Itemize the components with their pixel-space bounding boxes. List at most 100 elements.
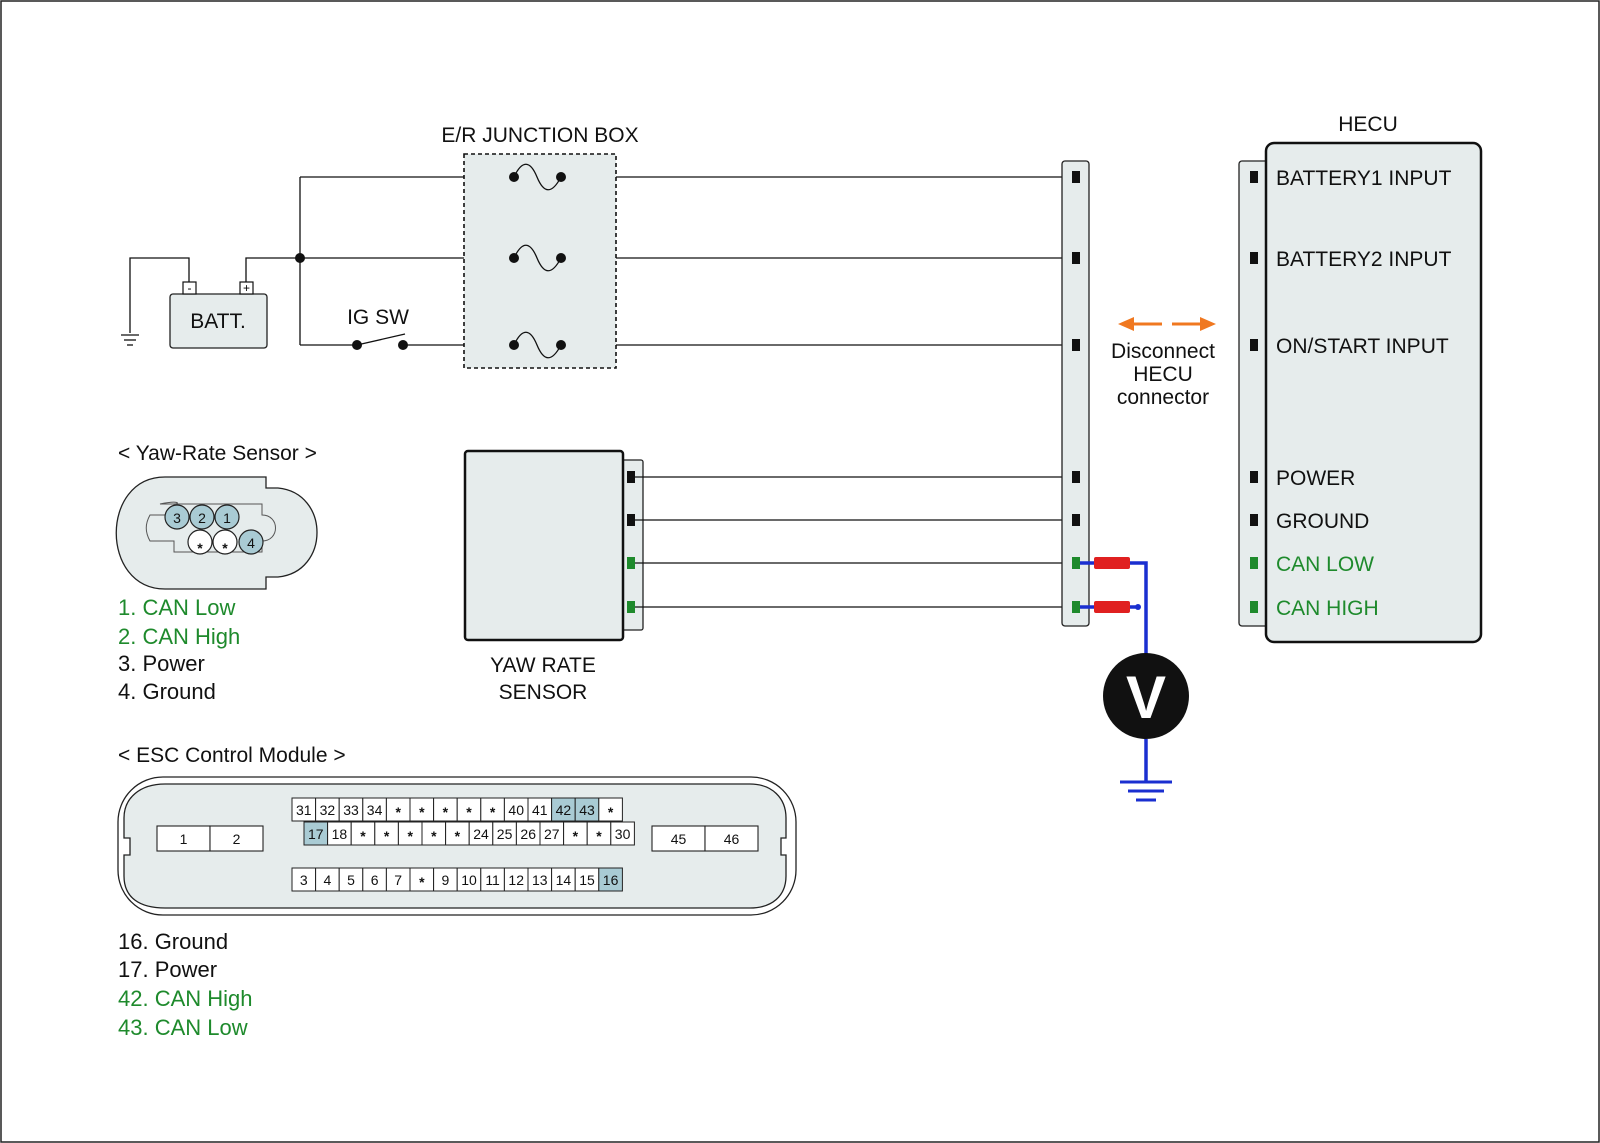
probe-tip-can-high — [1094, 601, 1130, 613]
esc-pin-label: * — [384, 828, 390, 844]
yaw-rate-sensor-unit: YAW RATE SENSOR — [463, 449, 1076, 704]
feed-wires: IG SW — [295, 176, 1076, 350]
battery-circuit: - + BATT. — [121, 257, 300, 349]
yaw-pin-1: 1 — [214, 504, 240, 530]
esc-pin-cell: 5 — [338, 867, 364, 892]
esc-pin-cell: * — [374, 821, 399, 846]
hecu-pin-can-low: CAN LOW — [1276, 553, 1374, 576]
yaw-legend-4: 4. Ground — [118, 679, 216, 704]
er-junction-box: E/R JUNCTION BOX — [441, 124, 639, 369]
svg-text:3: 3 — [173, 510, 181, 526]
esc-pin-label: 7 — [394, 872, 402, 888]
esc-legend-3: 42. CAN High — [118, 986, 253, 1011]
hecu-connector-strip — [1238, 160, 1270, 627]
hecu-title: HECU — [1338, 113, 1398, 136]
esc-pin-cell: * — [397, 821, 423, 846]
esc-pin-label: * — [419, 874, 425, 890]
hecu-module: HECU BATTERY1 INPUT BATTERY2 INPUT ON/ST… — [1238, 113, 1483, 644]
esc-pin-label: * — [419, 804, 425, 820]
hecu-harness-connector — [1061, 160, 1090, 627]
esc-pin-cell: 24 — [468, 821, 494, 846]
voltmeter-symbol: V — [1126, 664, 1166, 731]
esc-pin-label: * — [407, 828, 413, 844]
battery-neg-symbol: - — [188, 281, 192, 295]
esc-pin-label: * — [443, 804, 449, 820]
esc-pin-cell: 7 — [385, 867, 411, 892]
esc-pin-label: 15 — [579, 872, 595, 888]
esc-pin-label: 40 — [508, 802, 524, 818]
esc-pin-label: 32 — [320, 802, 336, 818]
esc-pin-cell: 34 — [362, 797, 387, 822]
svg-text:*: * — [222, 540, 228, 556]
esc-pin-cell: 13 — [527, 867, 553, 892]
esc-pin-cell: 16 — [598, 867, 623, 892]
battery-label: BATT. — [190, 310, 246, 333]
esc-pin-label: 9 — [442, 872, 450, 888]
esc-pin-label: * — [490, 804, 496, 820]
esc-pin-cell: * — [350, 821, 376, 846]
probe-tip-can-low — [1094, 557, 1130, 569]
esc-left-pins: 1 2 — [156, 825, 264, 852]
esc-pin-cell: 14 — [551, 867, 576, 892]
esc-pin-cell: 10 — [456, 867, 482, 892]
esc-pin-cell: 4 — [315, 867, 340, 892]
esc-pin-label: * — [455, 828, 461, 844]
esc-connector-title: < ESC Control Module > — [118, 744, 346, 767]
esc-legend-2: 17. Power — [118, 957, 217, 982]
esc-pin-cell: 31 — [291, 797, 317, 822]
esc-pin-1: 1 — [180, 831, 188, 847]
esc-pin-cell: 17 — [303, 821, 329, 846]
esc-pin-cell: 18 — [327, 821, 352, 846]
esc-pin-cell: * — [563, 821, 588, 846]
esc-pin-cell: 33 — [338, 797, 364, 822]
fuse-3 — [509, 331, 566, 359]
esc-pin-cell: 43 — [574, 797, 600, 822]
esc-pin-label: 41 — [532, 802, 548, 818]
esc-pin-label: 13 — [532, 872, 548, 888]
esc-pin-cell: * — [385, 797, 411, 822]
esc-pin-label: 3 — [300, 872, 308, 888]
esc-pin-cell: * — [480, 797, 505, 822]
esc-pin-label: 14 — [556, 872, 572, 888]
voltmeter-body — [1103, 653, 1189, 739]
ig-switch-blade — [356, 333, 406, 346]
esc-pin-label: 11 — [485, 872, 500, 888]
yaw-connector-title: < Yaw-Rate Sensor > — [118, 442, 317, 465]
esc-pin-label: 10 — [461, 872, 477, 888]
esc-pin-46: 46 — [724, 831, 740, 847]
yaw-terminal-ground — [627, 514, 635, 526]
hecu-pin-on-start-input: ON/START INPUT — [1276, 335, 1449, 358]
ig-switch-label: IG SW — [347, 306, 409, 329]
esc-legend-4: 43. CAN Low — [118, 1015, 248, 1040]
disconnect-note-line2: HECU — [1133, 363, 1193, 386]
esc-pin-label: * — [608, 804, 614, 820]
esc-pin-label: 31 — [296, 802, 312, 818]
svg-text:1: 1 — [223, 510, 231, 526]
esc-pin-label: 4 — [324, 872, 332, 888]
esc-pin-label: * — [395, 804, 401, 820]
svg-text:*: * — [197, 540, 203, 556]
hecu-pin-battery2-input: BATTERY2 INPUT — [1276, 248, 1452, 271]
arrow-right-head — [1200, 317, 1216, 331]
esc-pin-cell: * — [409, 867, 435, 892]
hecu-pin-ground: GROUND — [1276, 510, 1369, 533]
yaw-pin-3: 3 — [164, 504, 190, 530]
esc-pin-cell: 41 — [527, 797, 553, 822]
esc-pin-label: 25 — [497, 826, 513, 842]
esc-pin-cell: * — [421, 821, 447, 846]
esc-pin-label: 33 — [343, 802, 359, 818]
esc-pin-label: 43 — [579, 802, 595, 818]
esc-pin-label: * — [431, 828, 437, 844]
esc-pin-label: * — [466, 804, 472, 820]
esc-pin-label: 12 — [508, 872, 524, 888]
esc-pin-cell: * — [433, 797, 458, 822]
yaw-terminal-power — [627, 471, 635, 483]
esc-pin-label: * — [360, 828, 366, 844]
disconnect-note-line3: connector — [1117, 386, 1209, 409]
esc-pin-label: 5 — [347, 872, 355, 888]
yaw-sensor-body — [463, 449, 625, 642]
disconnect-note: Disconnect HECU connector — [1111, 317, 1216, 409]
